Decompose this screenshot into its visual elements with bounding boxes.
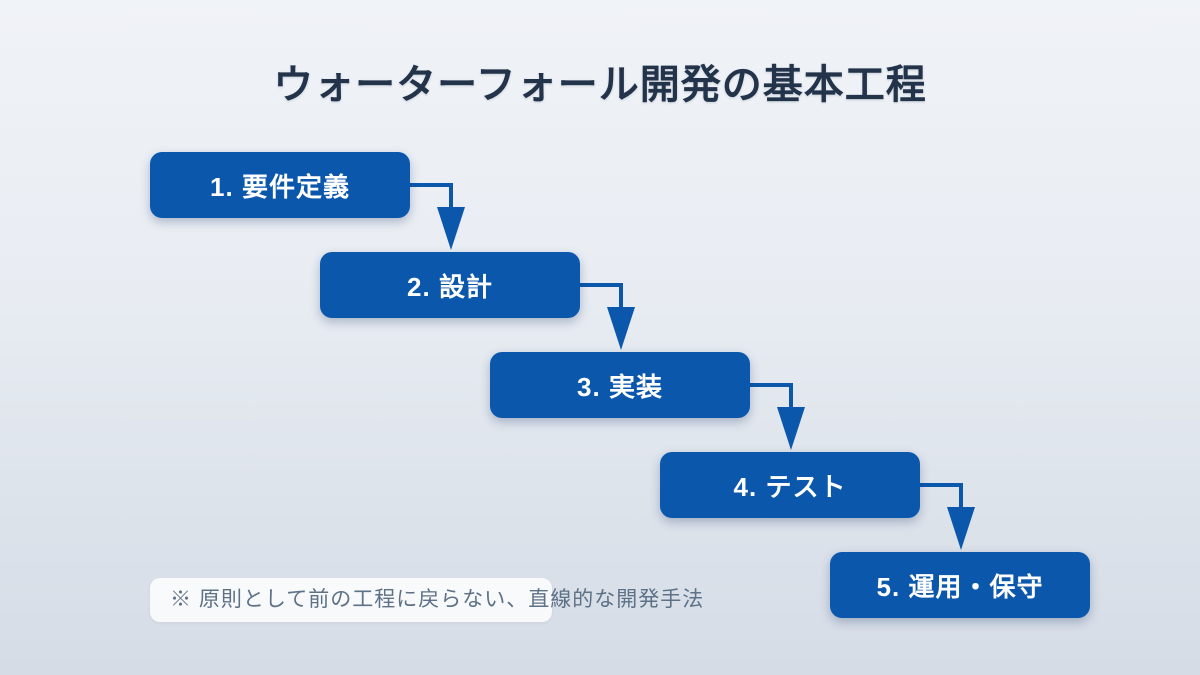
connector-line	[406, 183, 453, 210]
connector-arrow-4	[916, 483, 975, 550]
step-label: 1. 要件定義	[210, 171, 350, 202]
connector-line	[576, 283, 623, 310]
step-box-implementation: 3. 実装	[490, 352, 750, 418]
step-box-requirements: 1. 要件定義	[150, 152, 410, 218]
step-label: 2. 設計	[407, 271, 493, 302]
step-box-design: 2. 設計	[320, 252, 580, 318]
connector-line	[916, 483, 963, 510]
arrow-down-icon	[777, 407, 805, 450]
arrow-down-icon	[607, 307, 635, 350]
diagram-title: ウォーターフォール開発の基本工程	[273, 63, 927, 107]
step-label: 5. 運用・保守	[876, 571, 1044, 602]
note-background-pill	[150, 578, 552, 622]
connector-line	[746, 383, 793, 410]
note-text: ※ 原則として前の工程に戻らない、直線的な開発手法	[170, 588, 705, 611]
step-label: 4. テスト	[733, 471, 847, 502]
arrow-down-icon	[947, 507, 975, 550]
step-label: 3. 実装	[577, 371, 663, 402]
arrow-down-icon	[437, 207, 465, 250]
connector-arrow-2	[576, 283, 635, 350]
step-box-test: 4. テスト	[660, 452, 920, 518]
connector-arrow-1	[406, 183, 465, 250]
connector-arrow-3	[746, 383, 805, 450]
step-box-operation-maintenance: 5. 運用・保守	[830, 552, 1090, 618]
